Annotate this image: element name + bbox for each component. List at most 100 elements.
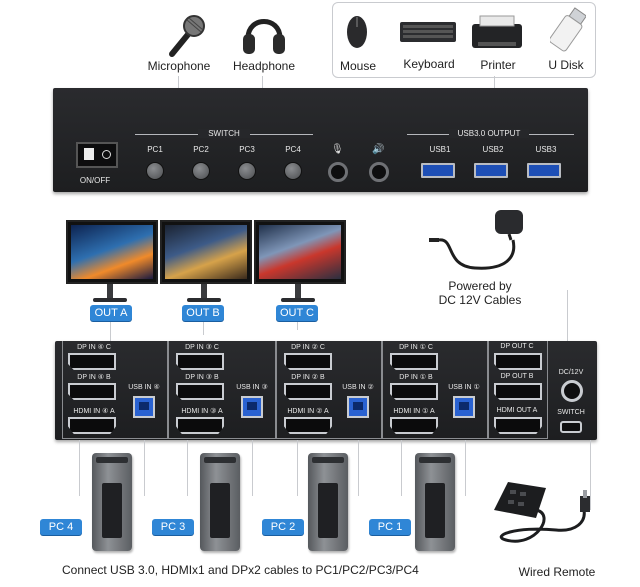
switch-button-pc4[interactable] <box>284 162 302 180</box>
hdmi-in-3a-port[interactable] <box>176 417 224 434</box>
usb3-port[interactable] <box>527 163 561 178</box>
udisk-icon <box>549 6 588 54</box>
dp-out-b-port[interactable] <box>494 383 542 400</box>
rear-section-pc4 <box>62 341 168 439</box>
dp-out-c-label: DP OUT C <box>500 343 534 350</box>
switch-label-pc4: PC4 <box>285 145 301 154</box>
printer-label: Printer <box>480 58 516 72</box>
usb-in-2-label: USB IN ② <box>342 384 374 391</box>
usb-in-3-port[interactable] <box>241 396 263 418</box>
dp-out-b-label: DP OUT B <box>500 373 534 380</box>
hdmi-in-1a-port[interactable] <box>390 417 438 434</box>
udisk-label: U Disk <box>548 58 584 72</box>
power-adapter-icon <box>425 208 535 278</box>
switch-label-pc1: PC1 <box>147 145 163 154</box>
usb-in-2-port[interactable] <box>347 396 369 418</box>
switch-port-label: SWITCH <box>557 409 585 416</box>
hdmi-in-4a-port[interactable] <box>68 417 116 434</box>
wired-remote-label: Wired Remote <box>518 565 596 579</box>
rear-section-pc2 <box>276 341 382 439</box>
usb1-label: USB1 <box>429 145 451 154</box>
keyboard-icon <box>400 22 456 42</box>
usb2-port[interactable] <box>474 163 508 178</box>
hdmi-out-a-label: HDMI OUT A <box>496 407 538 414</box>
dp-in-2c-port[interactable] <box>284 353 332 370</box>
dp-in-2b-label: DP IN ② B <box>291 374 325 381</box>
switch-label-pc3: PC3 <box>239 145 255 154</box>
power-switch[interactable] <box>76 142 118 168</box>
dp-out-c-port[interactable] <box>494 353 542 370</box>
out-c-badge: OUT C <box>276 305 318 321</box>
hdmi-in-2a-port[interactable] <box>284 417 332 434</box>
connect-caption: Connect USB 3.0, HDMIx1 and DPx2 cables … <box>62 563 419 577</box>
hdmi-in-2a-label: HDMI IN ② A <box>287 408 329 415</box>
dp-in-3b-port[interactable] <box>176 383 224 400</box>
mouse-label: Mouse <box>339 59 377 73</box>
usb-in-1-port[interactable] <box>453 396 475 418</box>
connector-line <box>178 76 179 88</box>
rear-section-out <box>488 341 548 439</box>
pc2-tower <box>308 453 348 551</box>
dp-in-4c-label: DP IN ④ C <box>77 344 111 351</box>
headphone-label: Headphone <box>232 59 296 73</box>
dp-in-4b-label: DP IN ④ B <box>77 374 111 381</box>
printer-icon <box>470 14 524 54</box>
pc1-badge: PC 1 <box>369 519 411 535</box>
switch-button-pc3[interactable] <box>238 162 256 180</box>
dp-in-1b-label: DP IN ① B <box>399 374 433 381</box>
rear-section-pc3 <box>168 341 276 439</box>
microphone-label: Microphone <box>147 59 211 73</box>
dp-in-2b-port[interactable] <box>284 383 332 400</box>
usb-in-3-label: USB IN ③ <box>236 384 268 391</box>
usb-devices-frame <box>332 2 596 78</box>
dp-in-3c-port[interactable] <box>176 353 224 370</box>
switch-button-pc2[interactable] <box>192 162 210 180</box>
wired-remote-icon <box>486 470 606 560</box>
connector-line <box>262 76 263 88</box>
power-label: ON/OFF <box>79 176 111 185</box>
monitor-out-c <box>254 220 346 284</box>
connector-line <box>494 76 495 88</box>
switch-title: SWITCH <box>198 129 250 138</box>
dp-in-4b-port[interactable] <box>68 383 116 400</box>
dp-in-1b-port[interactable] <box>390 383 438 400</box>
usb-in-4-port[interactable] <box>133 396 155 418</box>
dp-in-3b-label: DP IN ③ B <box>185 374 219 381</box>
usb1-port[interactable] <box>421 163 455 178</box>
hdmi-out-a-port[interactable] <box>494 417 542 434</box>
dc12v-port[interactable] <box>561 380 583 402</box>
microphone-icon <box>160 10 210 60</box>
pc4-tower <box>92 453 132 551</box>
dp-in-2c-label: DP IN ② C <box>291 344 325 351</box>
monitor-out-a <box>66 220 158 284</box>
usb-output-title: USB3.0 OUTPUT <box>449 129 529 138</box>
mouse-icon <box>346 14 368 50</box>
pc3-tower <box>200 453 240 551</box>
dp-in-3c-label: DP IN ③ C <box>185 344 219 351</box>
keyboard-label: Keyboard <box>403 57 455 71</box>
speaker-jack-icon: 🔊 <box>372 144 385 155</box>
switch-button-pc1[interactable] <box>146 162 164 180</box>
out-b-badge: OUT B <box>182 305 224 321</box>
dp-in-1c-label: DP IN ① C <box>399 344 433 351</box>
microphone-jack[interactable] <box>328 162 348 182</box>
power-note-line1: Powered by <box>448 279 512 293</box>
usb-in-1-label: USB IN ① <box>448 384 480 391</box>
hdmi-in-4a-label: HDMI IN ④ A <box>73 408 115 415</box>
pc3-badge: PC 3 <box>152 519 194 535</box>
switch-label-pc2: PC2 <box>193 145 209 154</box>
pc2-badge: PC 2 <box>262 519 304 535</box>
dp-in-1c-port[interactable] <box>390 353 438 370</box>
usb-in-4-label: USB IN ④ <box>128 384 160 391</box>
pc1-tower <box>415 453 455 551</box>
headphone-jack[interactable] <box>369 162 389 182</box>
power-note-line2: DC 12V Cables <box>438 293 522 307</box>
out-a-badge: OUT A <box>90 305 132 321</box>
usb2-label: USB2 <box>482 145 504 154</box>
usb3-label: USB3 <box>535 145 557 154</box>
dp-in-4c-port[interactable] <box>68 353 116 370</box>
switch-port[interactable] <box>560 421 582 433</box>
dc12v-label: DC/12V <box>558 369 584 376</box>
mic-jack-icon: 🎙 <box>331 144 344 155</box>
hdmi-in-3a-label: HDMI IN ③ A <box>181 408 223 415</box>
